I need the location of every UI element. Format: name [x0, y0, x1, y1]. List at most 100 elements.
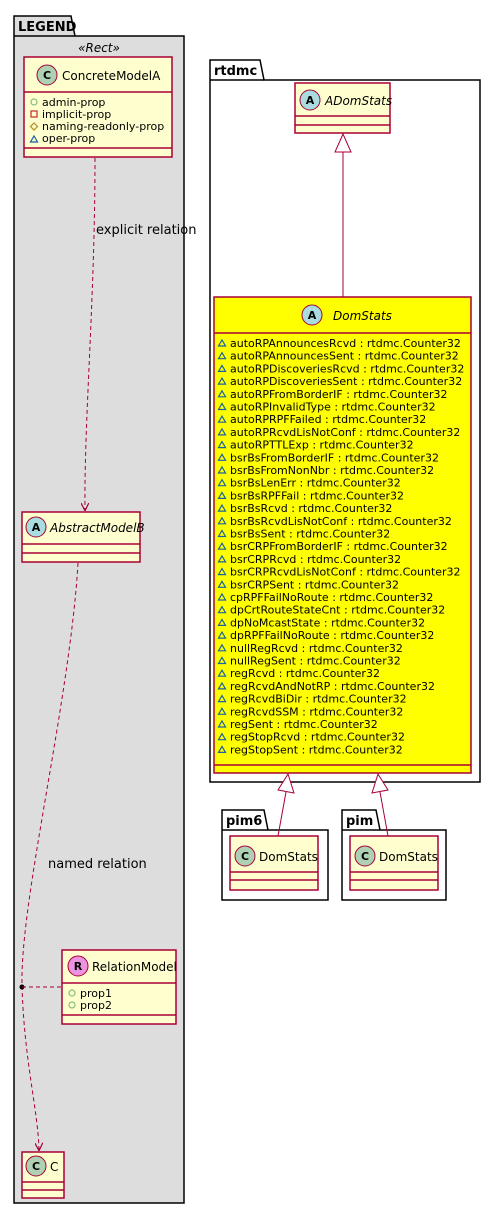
legend-package: LEGEND «Rect» [13, 15, 185, 1204]
pim6-badge-letter: C [241, 850, 249, 863]
package-visibility-icon [217, 503, 227, 512]
package-visibility-icon [217, 516, 227, 525]
pim-badge-letter: C [361, 850, 369, 863]
explicit-relation-label: explicit relation [96, 223, 196, 238]
relation-badge-letter: R [74, 960, 83, 973]
package-visibility-icon [217, 453, 227, 461]
package-visibility-icon [217, 694, 227, 703]
package-visibility-icon [217, 529, 227, 538]
legend-stereotype: «Rect» [78, 41, 120, 55]
public-visibility-icon [68, 989, 76, 997]
domstats-attribute: bsrBsRcvd : rtdmc.Counter32 [230, 502, 392, 515]
package-visibility-icon [217, 376, 227, 385]
domstats-attribute: dpNoMcastState : rtdmc.Counter32 [230, 616, 425, 629]
attr-prop1: prop1 [80, 987, 112, 1000]
abstract-model-name: AbstractModelB [49, 521, 145, 535]
domstats-attribute: autoRPDiscoveriesSent : rtdmc.Counter32 [230, 375, 462, 388]
named-relation-label: named relation [48, 857, 147, 872]
package-visibility-icon [217, 478, 227, 487]
pim6-title: pim6 [226, 814, 262, 829]
domstats-attribute: regRcvdAndNotRP : rtdmc.Counter32 [230, 680, 435, 693]
domstats-class[interactable]: A DomStats autoRPAnnouncesRcvd : rtdmc.C… [213, 296, 472, 774]
domstats-attribute: bsrBsFromNonNbr : rtdmc.Counter32 [230, 464, 434, 477]
adomstats-badge-letter: A [306, 94, 315, 107]
domstats-attribute: autoRPInvalidType : rtdmc.Counter32 [230, 401, 436, 414]
adomstats-name: ADomStats [324, 94, 392, 108]
relation-model-class[interactable]: R RelationModel prop1 prop2 [61, 949, 177, 1025]
domstats-attribute: autoRPRPFFailed : rtdmc.Counter32 [230, 413, 426, 426]
domstats-attribute: regStopRcvd : rtdmc.Counter32 [230, 731, 405, 744]
domstats-attribute: regSent : rtdmc.Counter32 [230, 718, 378, 731]
inheritance-edge-pim6 [277, 772, 295, 837]
package-visibility-icon [217, 745, 227, 753]
protected-visibility-icon [29, 122, 39, 131]
package-visibility-icon [217, 669, 227, 677]
domstats-attribute: bsrCRPRcvdLisNotConf : rtdmc.Counter32 [230, 566, 461, 579]
package-visibility-icon [217, 732, 227, 741]
package-visibility-icon [217, 618, 227, 626]
concrete-model-class[interactable]: C ConcreteModelA admin-prop implicit-pro… [23, 56, 173, 158]
package-visibility-icon [217, 719, 227, 728]
domstats-attribute: regRcvdBiDir : rtdmc.Counter32 [230, 693, 407, 706]
package-visibility-icon [217, 580, 227, 588]
class-badge-icon [354, 845, 376, 867]
package-visibility-icon [217, 592, 227, 601]
domstats-attribute: cpRPFFailNoRoute : rtdmc.Counter32 [230, 591, 433, 604]
domstats-attribute: autoRPRcvdLisNotConf : rtdmc.Counter32 [230, 426, 460, 439]
domstats-name: DomStats [333, 309, 392, 323]
attr-implicit-prop: implicit-prop [42, 108, 111, 121]
domstats-attribute: autoRPAnnouncesRcvd : rtdmc.Counter32 [230, 337, 461, 350]
inheritance-edge-pim [371, 772, 389, 837]
domstats-attribute: regStopSent : rtdmc.Counter32 [230, 743, 403, 756]
pim6-domstats-class[interactable]: C DomStats [229, 835, 319, 891]
package-visibility-icon [217, 554, 227, 563]
target-class-name: C [50, 1160, 58, 1174]
package-visibility-icon [217, 402, 227, 411]
domstats-attribute: nullRegRcvd : rtdmc.Counter32 [230, 642, 403, 655]
domstats-attribute: bsrBsSent : rtdmc.Counter32 [230, 528, 390, 541]
pim-domstats-class[interactable]: C DomStats [349, 835, 439, 891]
package-visibility-icon [217, 440, 227, 449]
package-visibility-icon [217, 427, 227, 436]
package-visibility-icon [217, 707, 227, 715]
adomstats-class[interactable]: A ADomStats [294, 82, 392, 134]
package-visibility-icon [217, 542, 227, 550]
abstract-badge-icon [299, 89, 321, 111]
abstract-badge-letter: A [32, 521, 41, 534]
package-visibility-icon [217, 643, 227, 652]
package-visibility-icon [217, 630, 227, 639]
package-visibility-icon [217, 364, 227, 372]
domstats-attribute: autoRPFromBorderIF : rtdmc.Counter32 [230, 388, 447, 401]
domstats-badge-letter: A [308, 309, 317, 322]
attr-oper-prop: oper-prop [42, 132, 95, 145]
domstats-attribute: regRcvdSSM : rtdmc.Counter32 [230, 705, 403, 718]
abstract-model-class[interactable]: A AbstractModelB [21, 511, 145, 563]
package-visibility-icon [217, 415, 227, 423]
class-badge-letter: C [43, 69, 51, 82]
public-visibility-icon [30, 98, 38, 106]
attr-prop2: prop2 [80, 999, 112, 1012]
domstats-attribute: dpRPFFailNoRoute : rtdmc.Counter32 [230, 629, 434, 642]
rtdmc-title: rtdmc [214, 64, 257, 79]
abstract-badge-icon [25, 516, 47, 538]
domstats-attribute: bsrCRPSent : rtdmc.Counter32 [230, 578, 399, 591]
legend-title: LEGEND [18, 20, 77, 35]
named-relation-edge: named relation [19, 562, 147, 1150]
package-visibility-icon [217, 567, 227, 576]
attr-admin-prop: admin-prop [42, 96, 105, 109]
package-visibility-icon [217, 491, 227, 499]
pim6-domstats-name: DomStats [259, 850, 318, 864]
pim-domstats-name: DomStats [379, 850, 438, 864]
relation-model-name: RelationModel [92, 960, 177, 974]
pim-title: pim [346, 814, 373, 829]
package-visibility-icon [217, 656, 227, 665]
inheritance-edge-domstats [334, 132, 352, 297]
explicit-relation-edge: explicit relation [85, 157, 196, 510]
package-visibility-icon [217, 351, 227, 360]
public-visibility-icon [68, 1001, 76, 1009]
package-visibility-icon [217, 681, 227, 690]
domstats-attribute: bsrBsRcvdLisNotConf : rtdmc.Counter32 [230, 515, 452, 528]
target-class[interactable]: C C [21, 1151, 65, 1199]
concrete-model-name: ConcreteModelA [62, 69, 161, 83]
domstats-attribute: regRcvd : rtdmc.Counter32 [230, 667, 380, 680]
